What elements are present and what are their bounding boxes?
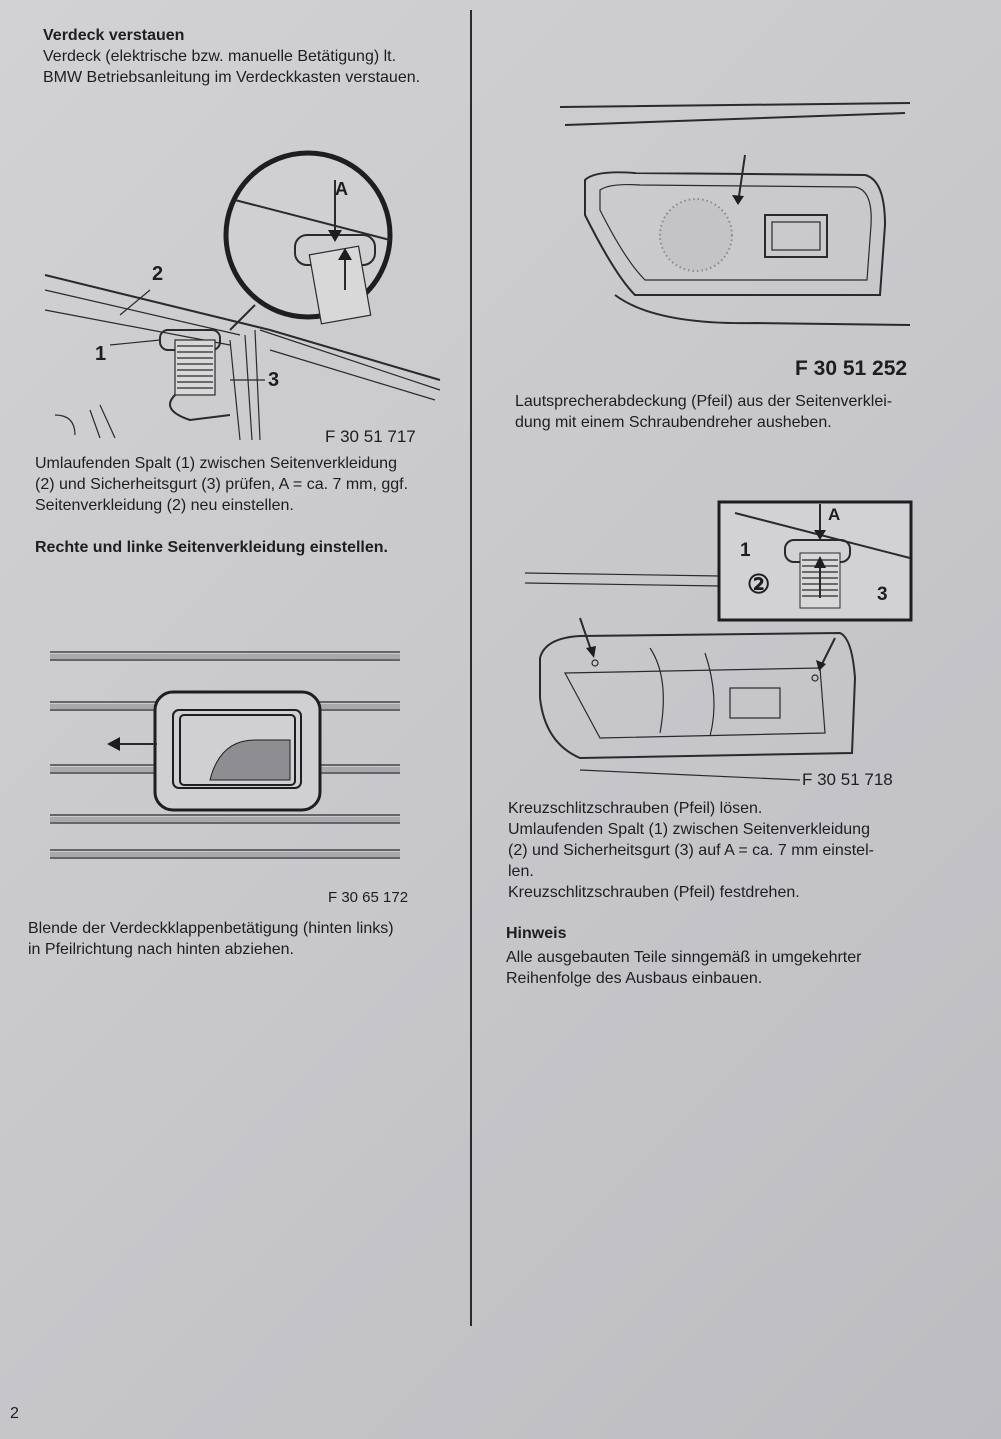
- figure-code: F 30 51 718: [802, 770, 893, 789]
- text-line: (2) und Sicherheitsgurt (3) auf A = ca. …: [508, 842, 874, 859]
- heading-hinweis: Hinweis: [506, 925, 567, 942]
- figure-code: F 30 65 172: [328, 889, 408, 906]
- text-line: Lautsprecherabdeckung (Pfeil) aus der Se…: [515, 393, 893, 410]
- label-a: A: [828, 505, 840, 524]
- text-line: BMW Betriebsanleitung im Verdeckkasten v…: [43, 69, 421, 86]
- figure-flap-cover: F 30 65 172: [50, 651, 408, 906]
- label-3: 3: [877, 584, 888, 605]
- heading-seitenverkleidung: Rechte und linke Seitenverkleidung einst…: [35, 539, 388, 556]
- label-1: 1: [95, 343, 106, 365]
- paragraph-gap-check: Umlaufenden Spalt (1) zwischen Seitenver…: [35, 453, 455, 516]
- text-line: Reihenfolge des Ausbaus einbauen.: [506, 970, 763, 987]
- text-line: Blende der Verdeckklappenbetätigung (hin…: [28, 920, 394, 937]
- text-line: Umlaufenden Spalt (1) zwischen Seitenver…: [508, 821, 870, 838]
- paragraph-speaker-cover: Lautsprecherabdeckung (Pfeil) aus der Se…: [515, 391, 940, 433]
- page-number: 2: [10, 1405, 19, 1422]
- figure-code: F 30 51 717: [325, 427, 416, 446]
- label-2: 2: [152, 263, 163, 285]
- label-2: ②: [747, 569, 770, 599]
- paragraph-flap-cover: Blende der Verdeckklappenbetätigung (hin…: [28, 918, 446, 960]
- text-line: Kreuzschlitzschrauben (Pfeil) lösen.: [508, 800, 763, 817]
- paragraph-hinweis: Alle ausgebauten Teile sinngemäß in umge…: [506, 947, 931, 989]
- text-line: (2) und Sicherheitsgurt (3) prüfen, A = …: [35, 476, 409, 493]
- figure-code: F 30 51 252: [795, 357, 907, 380]
- heading-verdeck-verstauen: Verdeck verstauen: [43, 27, 185, 44]
- paragraph-verdeck: Verdeck (elektrische bzw. manuelle Betät…: [43, 46, 461, 88]
- text-line: Alle ausgebauten Teile sinngemäß in umge…: [506, 949, 862, 966]
- figure-trim-screws: A 1 ② 3 F 30 51 718: [524, 500, 913, 789]
- label-a: A: [335, 179, 348, 199]
- figure-seatbelt-gap: A 2 1 3 F 30 51 717: [44, 150, 441, 446]
- text-line: Umlaufenden Spalt (1) zwischen Seitenver…: [35, 455, 397, 472]
- label-3: 3: [268, 369, 279, 391]
- text-line: dung mit einem Schraubendreher ausheben.: [515, 414, 832, 431]
- figure-speaker-cover: F 30 51 252: [559, 102, 911, 380]
- text-line: in Pfeilrichtung nach hinten abziehen.: [28, 941, 294, 958]
- text-line: Seitenverkleidung (2) neu einstellen.: [35, 497, 294, 514]
- text-line: Kreuzschlitzschrauben (Pfeil) festdrehen…: [508, 884, 800, 901]
- text-line: len.: [508, 863, 534, 880]
- label-1: 1: [740, 540, 751, 561]
- column-divider: [470, 10, 472, 1326]
- paragraph-screws: Kreuzschlitzschrauben (Pfeil) lösen. Uml…: [508, 798, 932, 903]
- text-line: Verdeck (elektrische bzw. manuelle Betät…: [43, 48, 397, 65]
